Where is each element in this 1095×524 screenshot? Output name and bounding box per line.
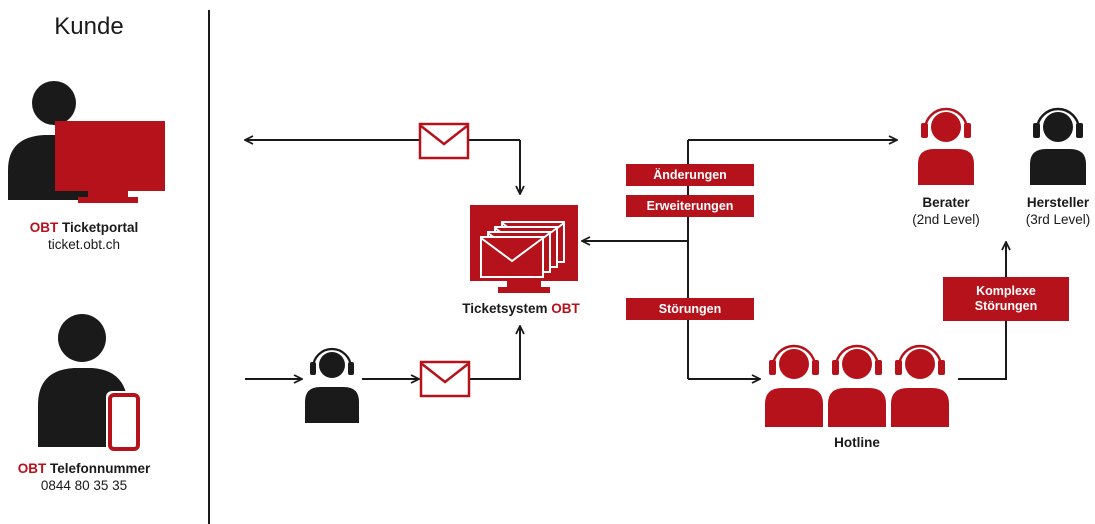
headset-agent-icon <box>305 347 359 423</box>
envelope-icon <box>419 360 471 398</box>
arrow-to-ticketsystem-bottom <box>470 326 520 380</box>
phone-brand: OBT <box>17 461 47 476</box>
portal-brand: OBT <box>29 220 59 235</box>
phone-number: 0844 80 35 35 <box>40 478 128 493</box>
person-computer-icon <box>8 81 165 203</box>
hotline-label: Hotline <box>834 435 880 450</box>
person-phone-icon <box>38 314 142 453</box>
headset-agent-icon <box>1030 107 1086 185</box>
phone-label: OBT Telefonnummer <box>18 461 151 476</box>
headset-agent-icon <box>918 107 974 185</box>
headset-agent-icon <box>891 344 949 427</box>
manufacturer-level: (3rd Level) <box>1025 212 1091 227</box>
ticketsystem-label: Ticketsystem OBT <box>462 301 580 316</box>
envelope-icon <box>418 122 470 160</box>
complex-faults-line1: Komplexe <box>976 284 1036 298</box>
ticket-screen-icon <box>470 205 578 293</box>
complex-faults-line2: Störungen <box>974 299 1038 313</box>
headset-agent-icon <box>765 344 823 427</box>
advisor-label: Berater <box>922 195 970 210</box>
manufacturer-label: Hersteller <box>1026 195 1090 210</box>
phone-name: Telefonnummer <box>50 461 151 476</box>
portal-name: Ticketportal <box>61 220 139 235</box>
complex-faults-box: Komplexe Störungen <box>943 277 1069 321</box>
extensions-box: Erweiterungen <box>626 195 754 217</box>
ticketsystem-name: Ticketsystem <box>462 301 548 316</box>
headset-agent-icon <box>828 344 886 427</box>
portal-label: OBT Ticketportal <box>30 220 139 235</box>
advisor-level: (2nd Level) <box>912 212 980 227</box>
ticketsystem-brand: OBT <box>551 301 580 316</box>
customer-heading: Kunde <box>54 13 124 40</box>
changes-box: Änderungen <box>626 164 754 186</box>
portal-url: ticket.obt.ch <box>47 237 121 252</box>
faults-box: Störungen <box>626 298 754 320</box>
